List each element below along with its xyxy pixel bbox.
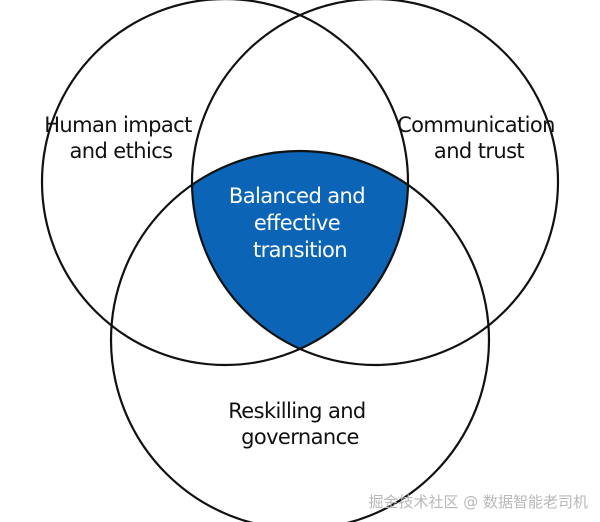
intersection-label-line-2: effective xyxy=(254,211,340,235)
bottom-circle xyxy=(109,149,491,522)
watermark: 掘金技术社区 @ 数据智能老司机 xyxy=(368,493,588,511)
left-set-label-line-2: and ethics xyxy=(70,139,173,163)
bottom-set-label-line-2: governance xyxy=(241,425,359,449)
right-circle xyxy=(190,0,560,367)
right-set-label-line-1: Communication xyxy=(397,113,555,137)
left-set-label: Human impact and ethics xyxy=(44,113,198,163)
intersection-label-line-1: Balanced and xyxy=(229,184,365,208)
intersection-label-line-3: transition xyxy=(253,238,347,262)
right-set-label-line-2: and trust xyxy=(434,139,525,163)
center-intersection-fill xyxy=(192,151,408,365)
intersection-label: Balanced and effective transition xyxy=(229,184,371,262)
left-circle xyxy=(40,0,410,367)
bottom-set-label: Reskilling and governance xyxy=(228,399,372,449)
left-set-label-line-1: Human impact xyxy=(44,113,192,137)
right-set-label: Communication and trust xyxy=(397,113,561,163)
bottom-set-label-line-1: Reskilling and xyxy=(228,399,365,423)
